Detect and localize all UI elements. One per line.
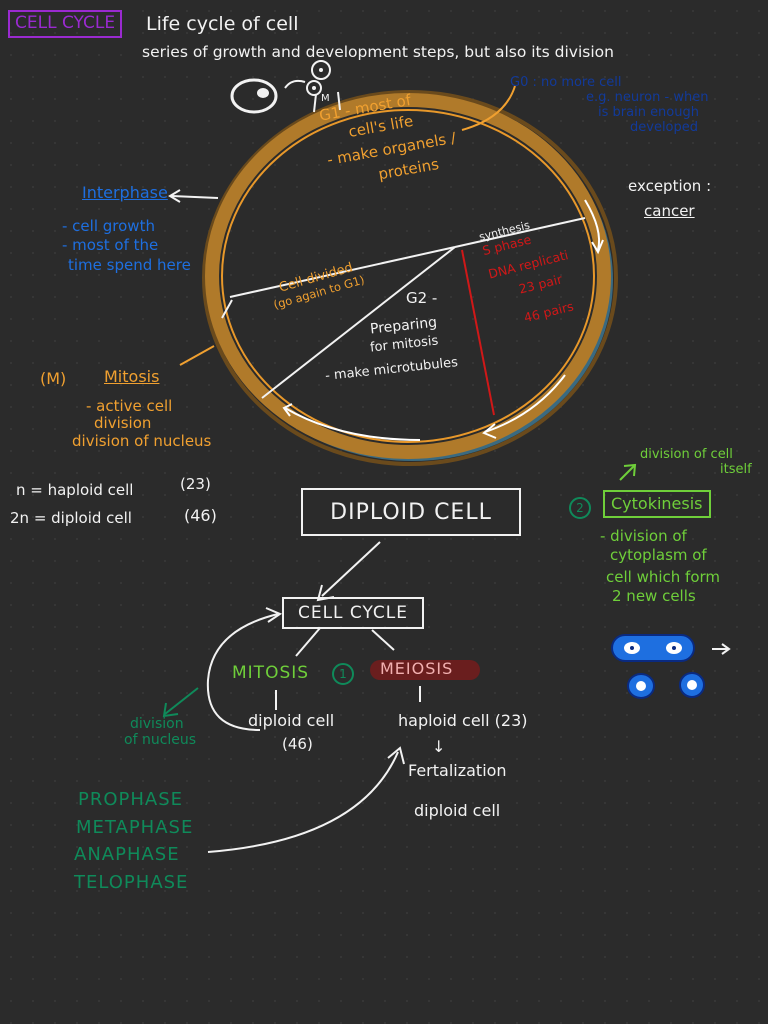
interphase-item-3: time spend here bbox=[68, 255, 191, 274]
ring-arrow-bottom bbox=[484, 374, 566, 433]
fertilization-label: Fertalization bbox=[408, 761, 507, 780]
cytokinesis-item-4: 2 new cells bbox=[612, 586, 696, 605]
meiosis-final-result: diploid cell bbox=[414, 801, 501, 820]
mitosis-items: - active cell division division of nucle… bbox=[72, 397, 211, 450]
division-of-nucleus-line-1: division bbox=[130, 716, 184, 732]
cytokinesis-note-line-2: itself bbox=[720, 461, 752, 477]
divider-s bbox=[454, 217, 586, 248]
g0-line4: developed bbox=[630, 119, 699, 135]
phases-list: PROPHASE METAPHASE ANAPHASE TELOPHASE bbox=[74, 789, 194, 894]
mitosis-result: diploid cell bbox=[248, 711, 335, 730]
g0-note: G0 : no more cell e.g. neuron - when is … bbox=[510, 75, 709, 136]
ring-arrow-left-head bbox=[282, 403, 293, 417]
page-title: CELL CYCLE bbox=[8, 10, 123, 38]
g0-label: G0 : no more cell bbox=[510, 75, 622, 90]
cytokinesis-item-2: cytoplasm of bbox=[610, 546, 707, 565]
cytokinesis-title-box: Cytokinesis bbox=[603, 490, 711, 519]
g2-title: G2 - bbox=[406, 289, 438, 307]
cell-cycle-ring-outer bbox=[202, 90, 618, 466]
cell-cycle-box: CELL CYCLE bbox=[282, 597, 424, 629]
s-phase-line bbox=[461, 249, 495, 416]
mitosis-branch-number-text: 1 bbox=[339, 667, 347, 681]
meiosis-down-arrow: ↓ bbox=[432, 737, 446, 756]
meiosis-result: haploid cell (23) bbox=[398, 711, 528, 730]
mitosis-branch-label: MITOSIS bbox=[232, 663, 310, 683]
diploid-cell-box: DIPLOID CELL bbox=[301, 488, 521, 536]
divider-g2 bbox=[261, 246, 456, 399]
definition-line-1: Life cycle of cell bbox=[146, 13, 299, 35]
mitosis-result-count: (46) bbox=[282, 735, 313, 753]
haploid-definition: n = haploid cell bbox=[16, 481, 134, 499]
mitosis-m-label: (M) bbox=[40, 369, 67, 388]
cytokinesis-note-line-1: division of cell bbox=[640, 447, 733, 462]
dividing-cell-drawing bbox=[611, 634, 731, 699]
diploid-count: (46) bbox=[184, 506, 217, 525]
interphase-items: - cell growth - most of the time spend h… bbox=[62, 217, 191, 274]
exception-value: cancer bbox=[644, 202, 695, 220]
page-title-text: CELL CYCLE bbox=[15, 13, 116, 33]
interphase-item-1: - cell growth bbox=[62, 217, 155, 235]
interphase-item-2: - most of the bbox=[62, 236, 159, 255]
g0-line3: is brain enough bbox=[598, 104, 699, 120]
phase-anaphase: ANAPHASE bbox=[74, 844, 180, 866]
cell-cycle-label: CELL CYCLE bbox=[297, 603, 409, 623]
ring-arrow-right bbox=[584, 199, 601, 251]
m-label: M bbox=[321, 93, 330, 104]
exception-label: exception : bbox=[628, 177, 712, 195]
mitosis-branch-number: 1 bbox=[332, 663, 354, 685]
definition-line-2: series of growth and development steps, … bbox=[142, 43, 614, 61]
diploid-cell-label: DIPLOID CELL bbox=[330, 499, 492, 525]
cell-cycle-ring-inner bbox=[221, 109, 595, 443]
division-of-nucleus-note: division of nucleus bbox=[124, 716, 196, 748]
cell-cycle-ring bbox=[205, 93, 611, 459]
phase-metaphase: METAPHASE bbox=[76, 816, 194, 838]
cytokinesis-note: division of cell itself bbox=[640, 447, 752, 478]
mitosis-item-2: division bbox=[94, 414, 152, 433]
mitosis-loop-arrow bbox=[206, 613, 279, 731]
ring-arrow-bottom-head bbox=[482, 423, 497, 439]
g0-arrow bbox=[461, 85, 516, 131]
interphase-title: Interphase bbox=[82, 183, 168, 202]
mitosis-item-3: division of nucleus bbox=[72, 431, 212, 450]
divider-cell-divided bbox=[229, 246, 456, 298]
ring-arrow-right-head bbox=[591, 239, 604, 255]
cytokinesis-title: Cytokinesis bbox=[611, 494, 703, 513]
haploid-count: (23) bbox=[180, 475, 211, 493]
mitosis-item-1: - active cell bbox=[86, 397, 173, 415]
divider-m bbox=[221, 299, 233, 319]
phase-telophase: TELOPHASE bbox=[74, 872, 189, 894]
phase-prophase: PROPHASE bbox=[78, 789, 184, 810]
cytokinesis-item-3: cell which form bbox=[606, 567, 721, 586]
cytokinesis-item-1: - division of bbox=[600, 527, 687, 545]
division-of-nucleus-line-2: of nucleus bbox=[124, 732, 197, 749]
g0-line2: e.g. neuron - when bbox=[586, 89, 709, 105]
meiosis-branch-label: MEIOSIS bbox=[380, 659, 454, 678]
cell-icon-small bbox=[311, 60, 331, 80]
phases-arrow bbox=[207, 751, 399, 853]
cytokinesis-items: - division of cytoplasm of cell which fo… bbox=[600, 527, 721, 605]
cell-icon-large bbox=[230, 78, 278, 114]
cytokinesis-number: 2 bbox=[569, 497, 591, 519]
cytokinesis-number-text: 2 bbox=[576, 501, 584, 515]
ring-arrow-left bbox=[284, 407, 421, 441]
diploid-definition: 2n = diploid cell bbox=[10, 509, 132, 527]
mitosis-title: Mitosis bbox=[104, 367, 160, 386]
